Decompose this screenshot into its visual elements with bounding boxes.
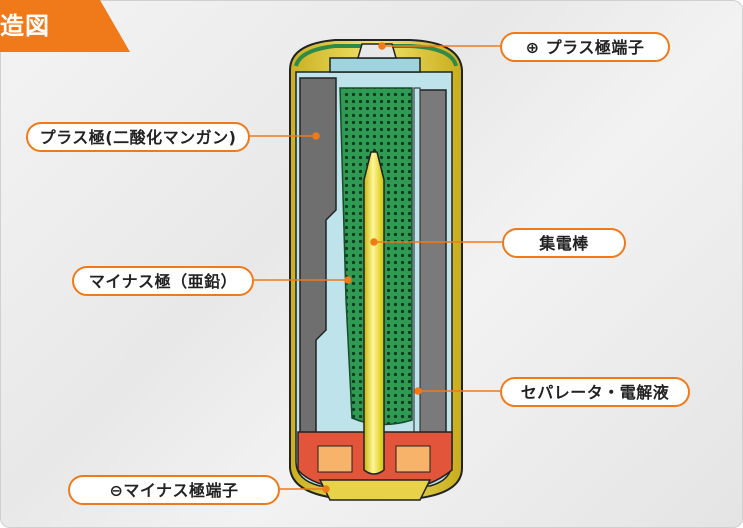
page-title: 造図: [0, 12, 50, 40]
label-separator: セパレータ・電解液: [500, 377, 690, 407]
label-plus-terminal: ⊕ プラス極端子: [500, 32, 670, 62]
title-tab-shape: [0, 0, 130, 52]
leader-separator-dot: [414, 387, 422, 395]
label-collector: 集電棒: [502, 228, 626, 258]
label-minus-terminal: ⊖マイナス極端子: [68, 475, 280, 505]
title-tab: 造図: [0, 0, 130, 52]
collector-rod: [363, 151, 385, 475]
manganese-layer-right: [417, 89, 447, 451]
negative-terminal-plate: [318, 479, 432, 501]
seal-insert-right: [395, 445, 431, 473]
seal-insert-left: [317, 445, 353, 473]
leader-plus-electrode-dot: [312, 132, 320, 140]
leader-plus-terminal-dot: [378, 42, 386, 50]
positive-terminal-cap: [329, 57, 421, 73]
label-plus-electrode: プラス極(二酸化マンガン): [26, 122, 250, 152]
leader-minus-terminal-dot: [322, 485, 330, 493]
leader-minus-electrode-dot: [344, 276, 352, 284]
label-minus-electrode: マイナス極（亜鉛）: [72, 266, 254, 296]
leader-collector-dot: [370, 238, 378, 246]
